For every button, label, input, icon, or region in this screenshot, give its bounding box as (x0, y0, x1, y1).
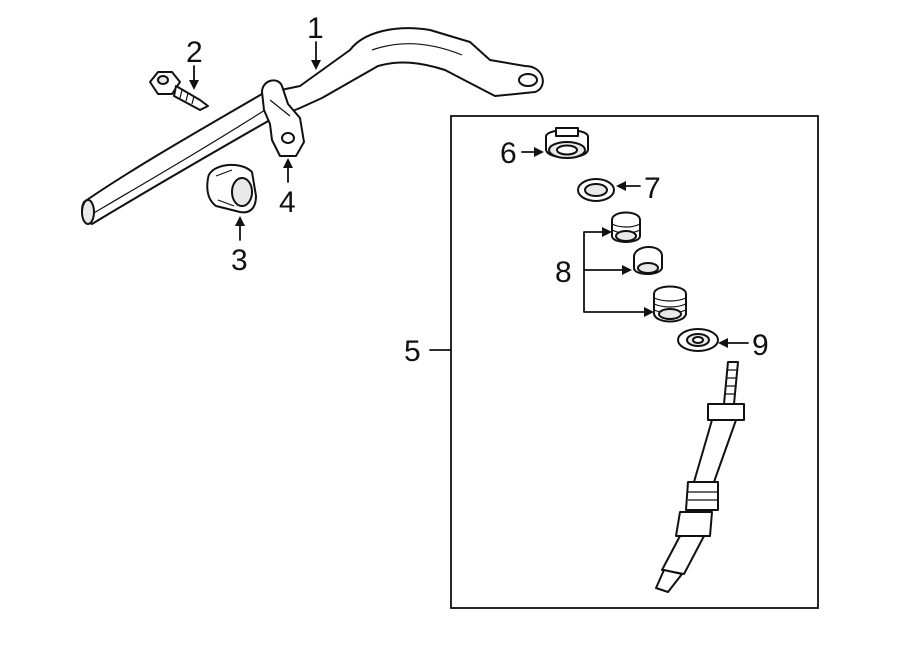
arrow-3 (235, 216, 245, 226)
arrow-1 (311, 60, 321, 70)
callout-6: 6 (500, 137, 517, 170)
stabilizer-bar[interactable] (81, 27, 544, 225)
arrow-2 (189, 80, 199, 90)
leader-8 (583, 231, 645, 313)
link-retainer[interactable] (677, 328, 719, 352)
arrow-8a (602, 227, 612, 237)
callout-8: 8 (555, 256, 572, 289)
callout-4: 4 (279, 186, 296, 219)
arrow-9 (718, 338, 728, 348)
link-grommet-lower[interactable] (653, 285, 687, 323)
arrow-7 (616, 181, 626, 191)
callout-3: 3 (231, 244, 248, 277)
callout-7: 7 (644, 172, 661, 205)
stabilizer-bar-bracket[interactable] (261, 79, 305, 157)
link-grommet-middle[interactable] (633, 246, 663, 275)
bolt[interactable] (149, 71, 209, 111)
bushing[interactable] (206, 163, 257, 214)
link-washer[interactable] (577, 178, 615, 202)
arrow-4 (283, 158, 293, 168)
arrow-8c (644, 307, 654, 317)
callout-5: 5 (404, 335, 421, 368)
callout-1: 1 (307, 12, 324, 45)
link-kit-box (450, 115, 819, 609)
callout-9: 9 (752, 329, 769, 362)
arrow-8b (622, 265, 632, 275)
link-nut[interactable] (545, 127, 589, 159)
stabilizer-link[interactable] (655, 361, 745, 593)
link-grommet-upper[interactable] (611, 211, 641, 243)
callout-2: 2 (186, 36, 203, 69)
arrow-6 (534, 147, 544, 157)
